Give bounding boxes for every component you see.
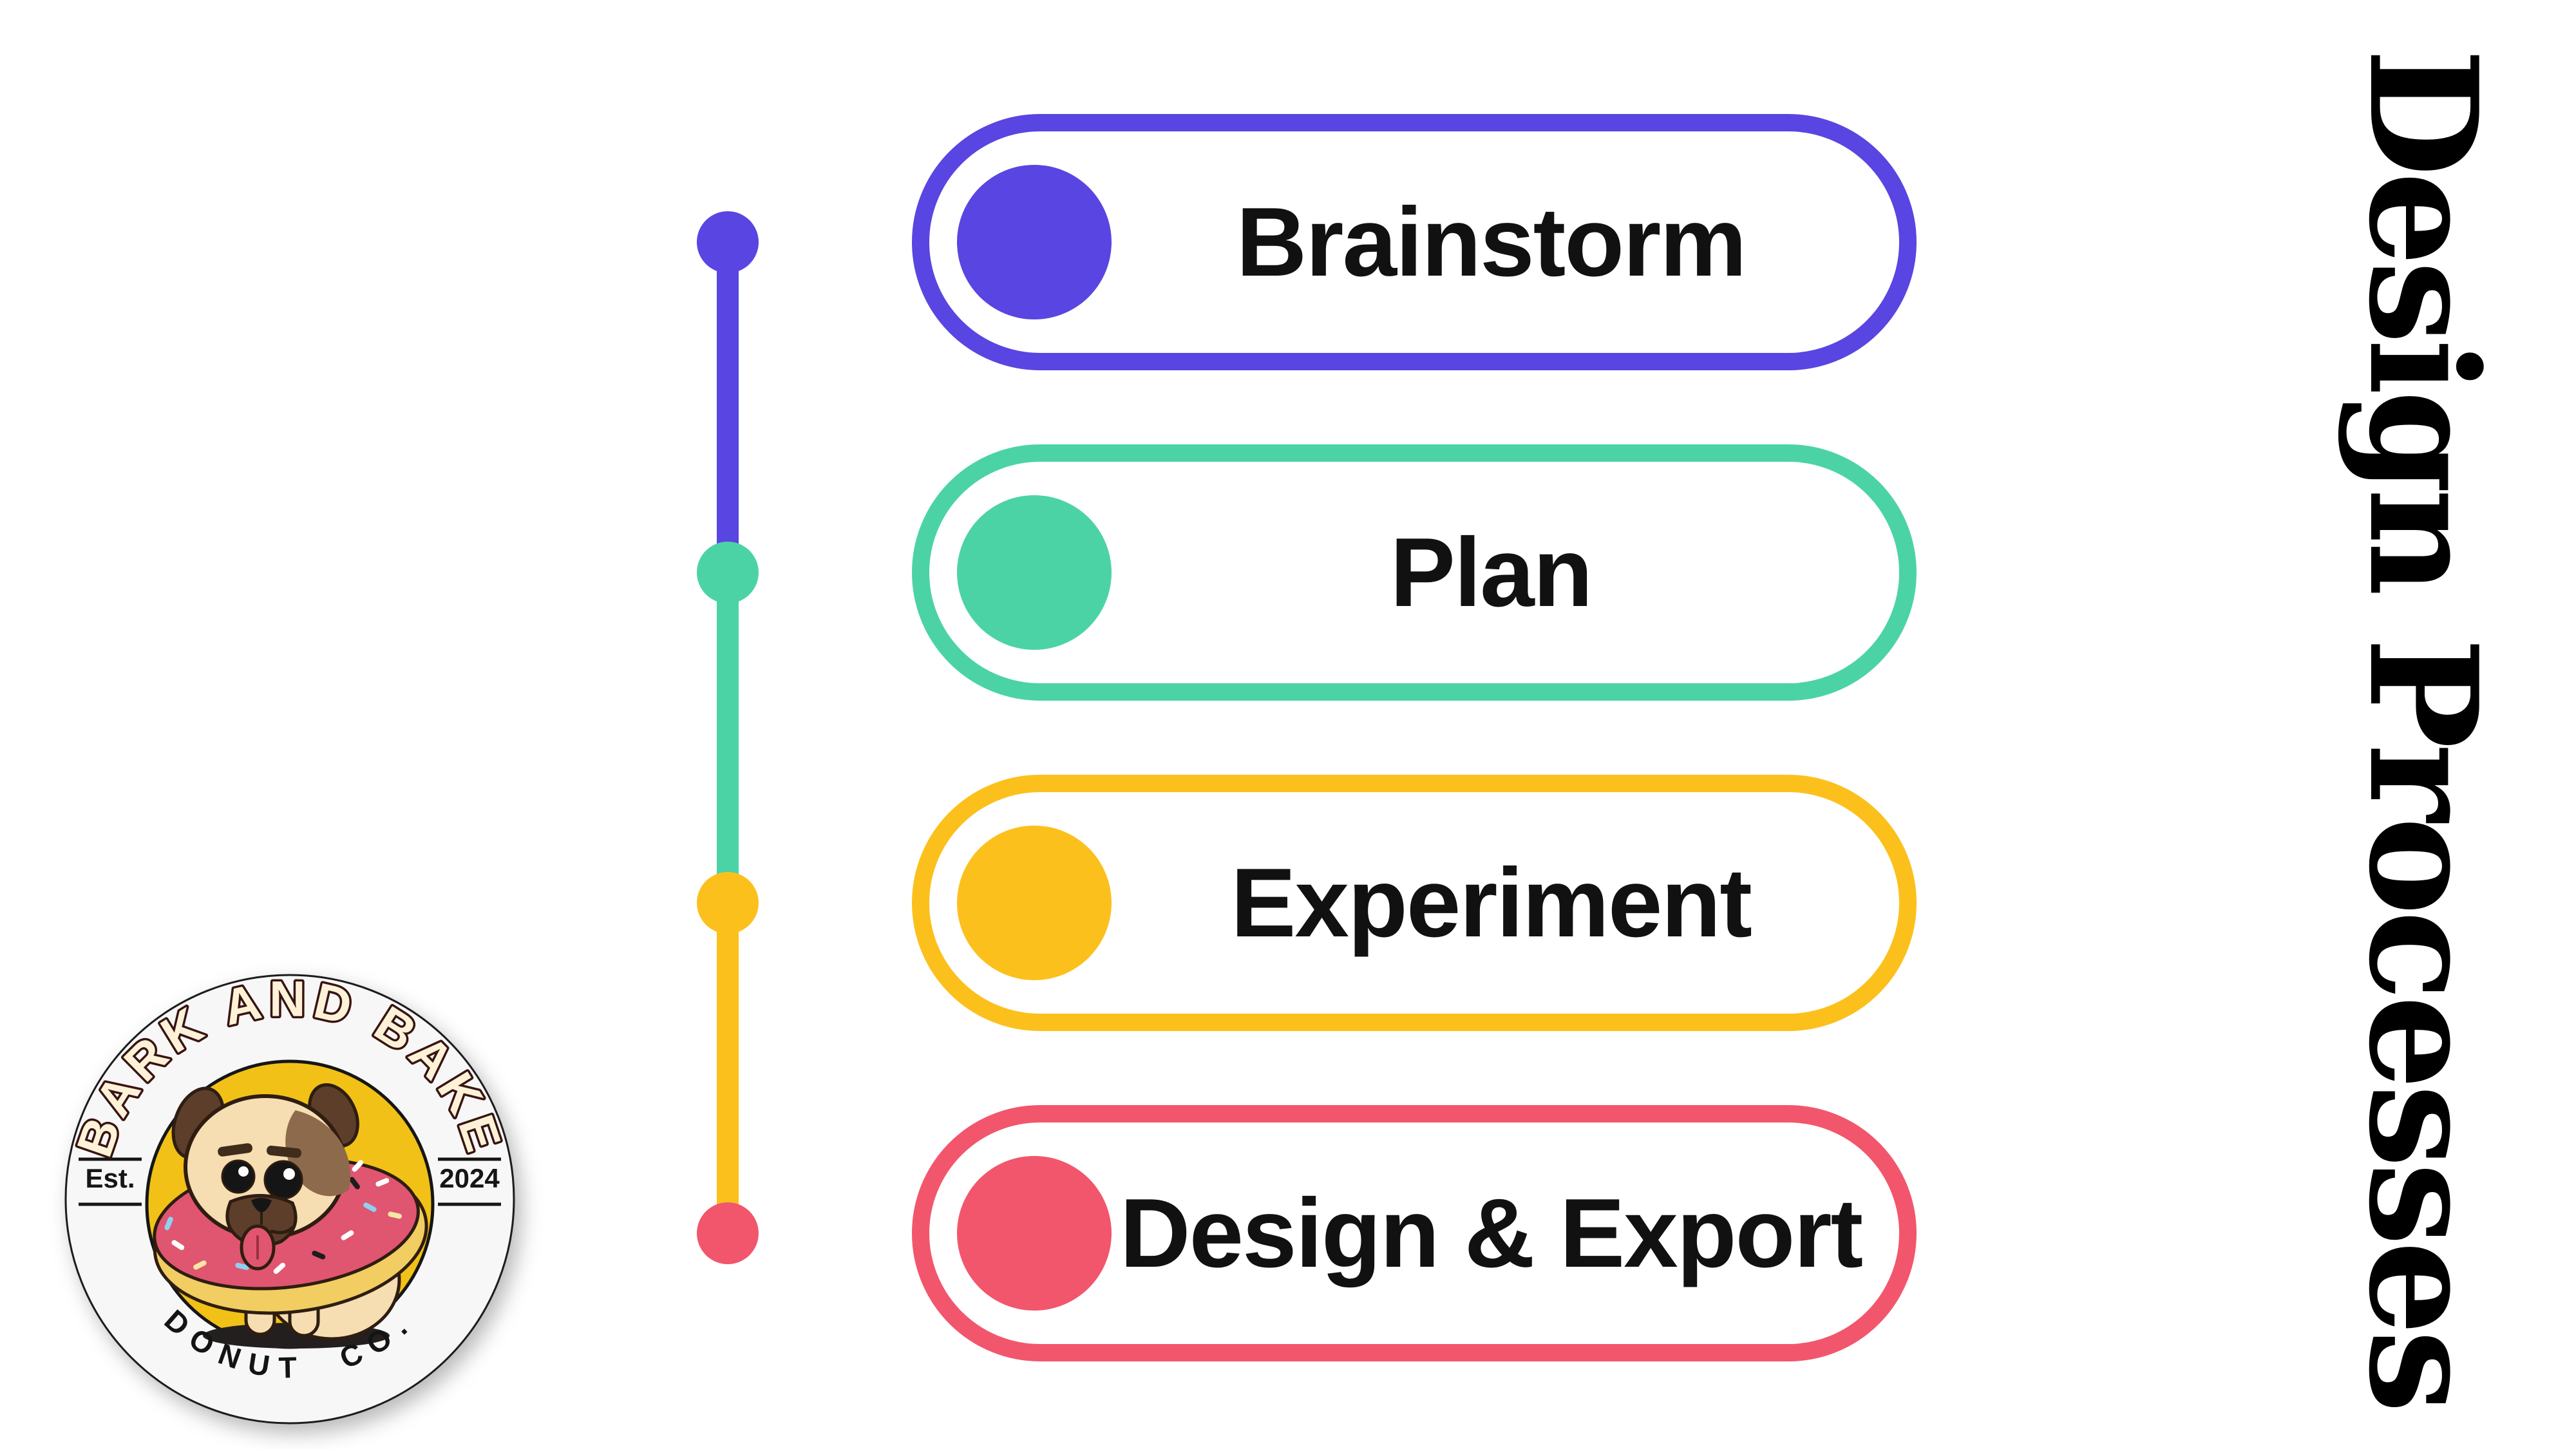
step-bullet-circle	[957, 165, 1112, 319]
step-pill-design-export: Design & Export	[912, 1105, 1917, 1361]
logo-est-label: Est.	[85, 1163, 135, 1193]
step-pill-brainstorm: Brainstorm	[912, 114, 1917, 370]
step-bullet-circle	[957, 495, 1112, 650]
step-bullet-circle	[957, 1156, 1112, 1311]
brand-logo-badge: Est. 2024 BARK AND BAKE DONUT CO.	[63, 968, 515, 1425]
timeline-segment	[717, 573, 739, 903]
timeline-dot	[697, 872, 759, 934]
timeline-dot	[697, 211, 759, 273]
logo-year-block: 2024	[438, 1157, 501, 1206]
step-pill-plan: Plan	[912, 444, 1917, 701]
page-title: Design Processes	[2336, 48, 2510, 1408]
step-label: Experiment	[1231, 848, 1752, 958]
logo-year-label: 2024	[439, 1163, 500, 1193]
step-label: Plan	[1390, 517, 1593, 627]
timeline-segment	[717, 903, 739, 1233]
timeline-segment	[717, 242, 739, 573]
timeline-dot	[697, 1202, 759, 1264]
step-pill-experiment: Experiment	[912, 775, 1917, 1031]
pug-donut-illustration	[153, 1083, 428, 1349]
step-bullet-circle	[957, 826, 1112, 980]
step-label: Design & Export	[1119, 1178, 1863, 1288]
step-label: Brainstorm	[1236, 187, 1747, 297]
timeline-dot	[697, 542, 759, 603]
logo-est-block: Est.	[79, 1157, 142, 1206]
